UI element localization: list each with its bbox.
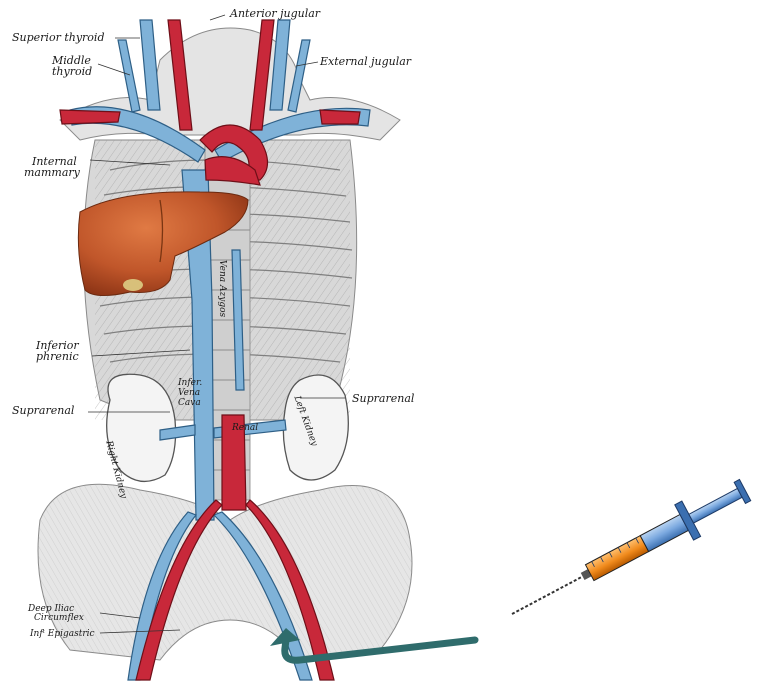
label-suprarenal-right-side: Suprarenal (352, 393, 414, 404)
label-superior-thyroid: Superior thyroid (12, 32, 105, 43)
label-external-jugular: External jugular (320, 56, 411, 67)
label-inferior-vena-cava: Infer. Vena Cava (178, 378, 208, 408)
label-anterior-jugular: Anterior jugular (230, 8, 320, 19)
label-vena-azygos: Vena Azygos (217, 260, 226, 317)
left-kidney (283, 375, 348, 480)
label-internal-mammary-2: mammary (24, 167, 80, 178)
label-inf-epigastric: Infᵗ Epigastric (30, 630, 95, 639)
label-middle-thyroid-2: thyroid (52, 66, 92, 77)
label-suprarenal-left-side: Suprarenal (12, 405, 74, 416)
label-inferior-phrenic-2: phrenic (36, 351, 79, 362)
label-renal: Renal (232, 424, 258, 433)
label-deep-iliac-circumflex-2: Circumflex (34, 614, 84, 623)
syringe-icon (503, 472, 755, 631)
